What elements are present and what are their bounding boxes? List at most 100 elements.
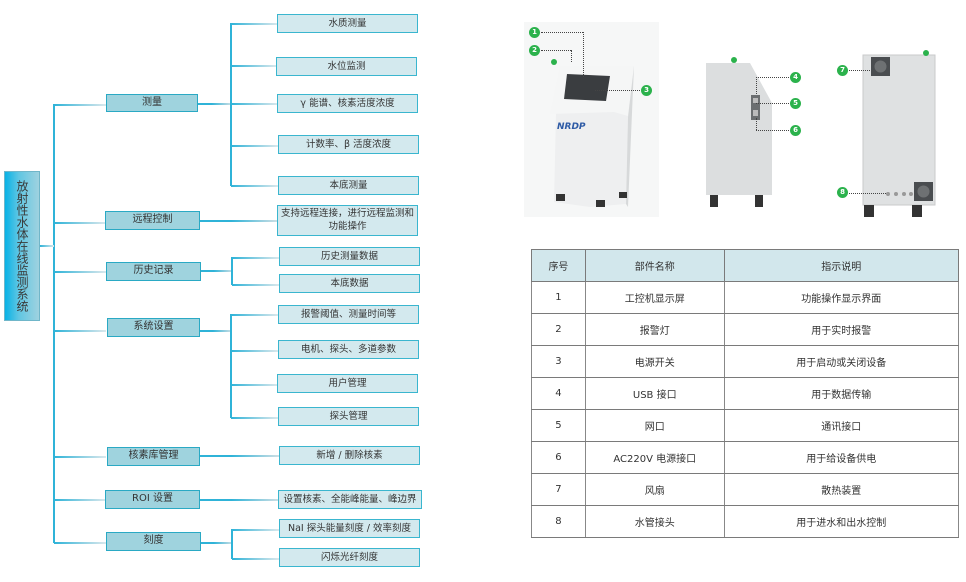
connector [232,257,279,259]
connector [198,103,232,105]
branch-node: 测量 [106,94,198,112]
branch-node: 刻度 [106,532,201,551]
cell-description: 用于实时报警 [723,313,960,346]
marker-1: 1 [529,27,540,38]
connector [231,350,278,352]
cell-part-name: AC220V 电源接口 [584,441,725,474]
leaf-node: 历史测量数据 [279,247,420,266]
root-node: 放射性水体在线监测系统 [4,171,40,321]
leaf-node: γ 能谱、核素活度浓度 [277,94,418,113]
side-cabinet [706,57,772,207]
branch-node: ROI 设置 [105,490,200,509]
connector [54,330,106,332]
col-header-index: 序号 [531,249,586,282]
leaf-node: 电机、探头、多道参数 [278,340,419,359]
leaf-node: 设置核素、全能峰能量、峰边界 [278,490,422,509]
connector [232,558,279,560]
branch-node: 历史记录 [106,262,201,281]
connector [54,542,106,544]
connector [231,145,278,147]
leader-line [583,32,584,77]
connector [54,104,106,106]
connector [201,542,233,544]
subtree-line [231,529,233,559]
leaf-node: 闪烁光纤刻度 [279,548,420,567]
leaf-node: 本底测量 [278,176,419,195]
connector [232,284,279,286]
connector [54,271,106,273]
cell-description: 功能操作显示界面 [723,281,960,314]
leader-line [541,50,571,51]
connector [54,456,106,458]
col-header-description: 指示说明 [723,249,960,282]
leader-line [849,70,870,71]
trunk-line [53,104,55,543]
cell-part-name: 水管接头 [584,505,725,538]
connector [54,222,106,224]
connector [231,103,278,105]
cell-index: 8 [531,505,586,538]
leader-line [756,118,757,130]
cell-description: 散热装置 [723,473,960,506]
cell-index: 5 [531,409,586,442]
connector [231,384,278,386]
leaf-node: 用户管理 [277,374,418,393]
cell-part-name: 报警灯 [584,313,725,346]
leaf-node: NaI 探头能量刻度 / 效率刻度 [279,519,420,538]
branch-node: 核素库管理 [107,447,200,466]
connector [231,417,278,419]
cell-part-name: USB 接口 [584,377,725,410]
connector [232,529,279,531]
cell-description: 用于启动或关闭设备 [723,345,960,378]
marker-5: 5 [790,98,801,109]
cell-index: 7 [531,473,586,506]
connector [231,314,278,316]
cell-part-name: 电源开关 [584,345,725,378]
branch-node: 系统设置 [107,318,200,337]
leaf-node: 新增 / 删除核素 [279,446,420,465]
connector [200,330,232,332]
marker-2: 2 [529,45,540,56]
leader-line [595,90,640,91]
connector [231,23,278,25]
marker-3: 3 [641,85,652,96]
cell-description: 用于给设备供电 [723,441,960,474]
cell-index: 6 [531,441,586,474]
branch-node: 远程控制 [105,211,200,230]
back-cabinet [862,50,936,217]
connector [201,270,233,272]
leader-line [541,32,583,33]
connector [231,185,278,187]
leaf-node: 报警阈值、测量时间等 [278,305,419,324]
leader-line [571,50,572,62]
leaf-node: 水位监测 [276,57,417,76]
cell-index: 3 [531,345,586,378]
leaf-node: 本底数据 [279,274,420,293]
brand-logo: NRDP [557,122,586,132]
subtree-line [230,314,232,418]
root-label: 放射性水体在线监测系统 [15,180,29,312]
cell-part-name: 工控机显示屏 [584,281,725,314]
cell-description: 用于数据传输 [723,377,960,410]
leader-line [756,130,789,131]
marker-6: 6 [790,125,801,136]
col-header-part-name: 部件名称 [584,249,725,282]
front-cabinet [550,59,634,207]
cell-index: 2 [531,313,586,346]
connector [40,245,54,247]
leaf-node: 支持远程连接，进行远程监测和功能操作 [277,205,418,236]
marker-8: 8 [837,187,848,198]
subtree-line [231,257,233,285]
cell-index: 4 [531,377,586,410]
leaf-node: 水质测量 [277,14,418,33]
leaf-node: 计数率、β 活度浓度 [278,135,419,154]
cell-description: 用于进水和出水控制 [723,505,960,538]
